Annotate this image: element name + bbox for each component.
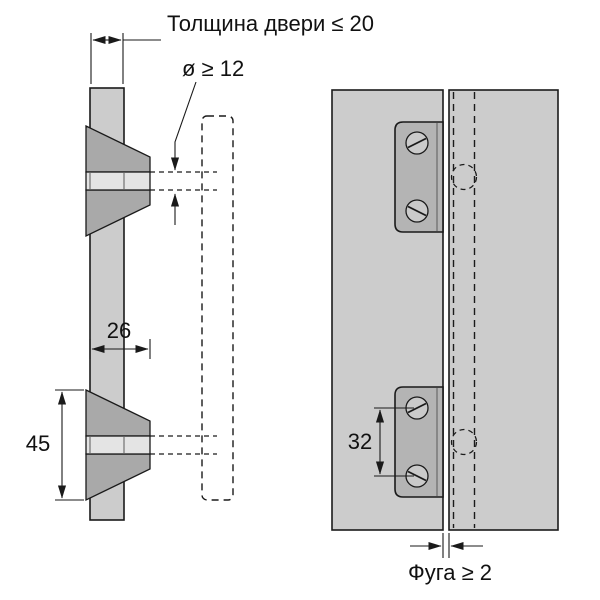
lower-hinge-pin (85, 435, 151, 455)
screw-slot (407, 470, 427, 482)
gap-label: Фуга ≥ 2 (408, 560, 492, 585)
dimension-26: 26 (89, 318, 151, 359)
leader-arrow-down (170, 81, 197, 171)
upper-hinge-pin (85, 171, 151, 191)
front-view: 32 Фуга ≥ 2 (331, 89, 559, 585)
side-section-view: Толщина двери ≤ 20 ø ≥ 12 26 45 (26, 11, 374, 521)
plate-body (394, 121, 444, 233)
screw-slot (407, 402, 427, 414)
dimension-45: 45 (26, 389, 84, 501)
screw-slot (407, 137, 427, 149)
upper-hinge-side (85, 124, 151, 238)
screw-slot (407, 205, 427, 217)
hole-diameter-label: ø ≥ 12 (182, 56, 244, 81)
plate-body (394, 386, 444, 498)
dimension-door-thickness: Толщина двери ≤ 20 (90, 11, 374, 84)
drill-hole-dashed (450, 163, 478, 191)
lower-hinge-side (85, 388, 151, 502)
door-thickness-label: Толщина двери ≤ 20 (167, 11, 374, 36)
dimension-hole-diameter: ø ≥ 12 (170, 56, 244, 225)
dimension-gap: Фуга ≥ 2 (408, 533, 492, 585)
dimension-32: 32 (348, 407, 414, 477)
spacing-32-label: 32 (348, 429, 372, 454)
upper-hinge-plate (394, 121, 478, 233)
lower-hinge-plate (394, 386, 478, 498)
phantom-outline-dashed (201, 115, 234, 501)
drill-hole-dashed (450, 428, 478, 456)
offset-26-label: 26 (107, 318, 131, 343)
height-45-label: 45 (26, 431, 50, 456)
side-panel-front (448, 89, 559, 531)
